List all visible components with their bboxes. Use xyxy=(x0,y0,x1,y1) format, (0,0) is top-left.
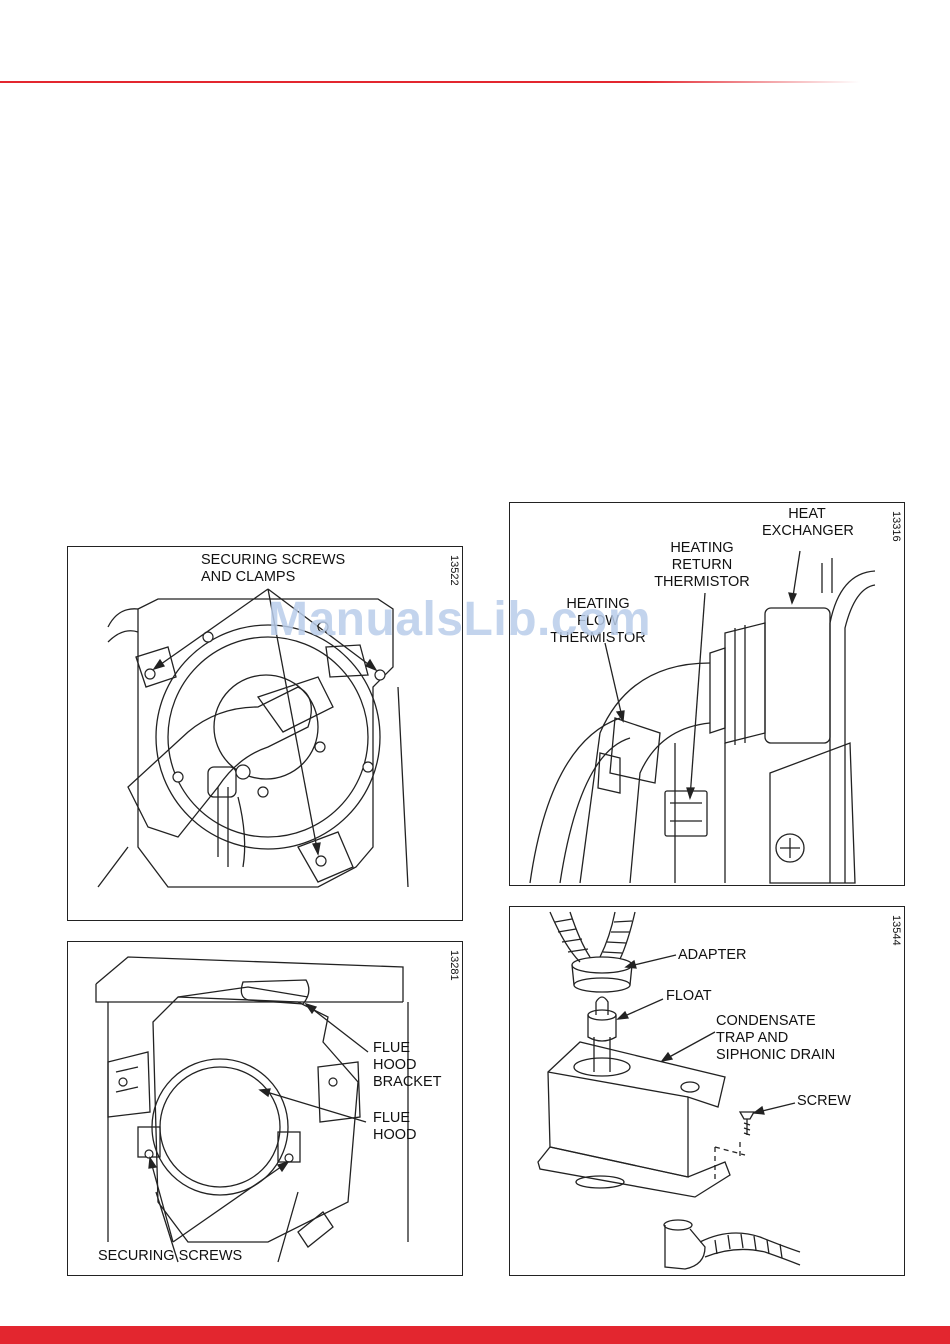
watermark: ManualsLib.com xyxy=(268,592,651,647)
figure-number: 13522 xyxy=(448,555,460,586)
figure-flue-hood: FLUE HOOD BRACKET FLUE HOOD SECURING SCR… xyxy=(67,941,463,1276)
label-adapter: ADAPTER xyxy=(678,947,747,964)
label-float: FLOAT xyxy=(666,988,712,1005)
label-securing-screws-and-clamps: SECURING SCREWS AND CLAMPS xyxy=(201,552,345,586)
figure-thermistors: HEAT EXCHANGER HEATING RETURN THERMISTOR… xyxy=(509,502,905,886)
label-condensate-trap: CONDENSATE TRAP AND SIPHONIC DRAIN xyxy=(716,1013,835,1064)
figure-number: 13281 xyxy=(448,950,460,981)
label-heating-return-thermistor: HEATING RETURN THERMISTOR xyxy=(650,540,754,591)
label-heat-exchanger: HEAT EXCHANGER xyxy=(762,506,852,540)
figure-condensate-trap: ADAPTER FLOAT CONDENSATE TRAP AND SIPHON… xyxy=(509,906,905,1276)
label-flue-hood-bracket: FLUE HOOD BRACKET xyxy=(373,1040,442,1091)
label-securing-screws: SECURING SCREWS xyxy=(98,1248,242,1265)
header-rule xyxy=(0,81,860,83)
label-flue-hood: FLUE HOOD xyxy=(373,1110,417,1144)
figure-number: 13316 xyxy=(890,511,902,542)
label-screw: SCREW xyxy=(797,1093,851,1110)
figure-number: 13544 xyxy=(890,915,902,946)
footer-bar xyxy=(0,1326,950,1344)
flue-hood-drawing xyxy=(68,942,462,1275)
